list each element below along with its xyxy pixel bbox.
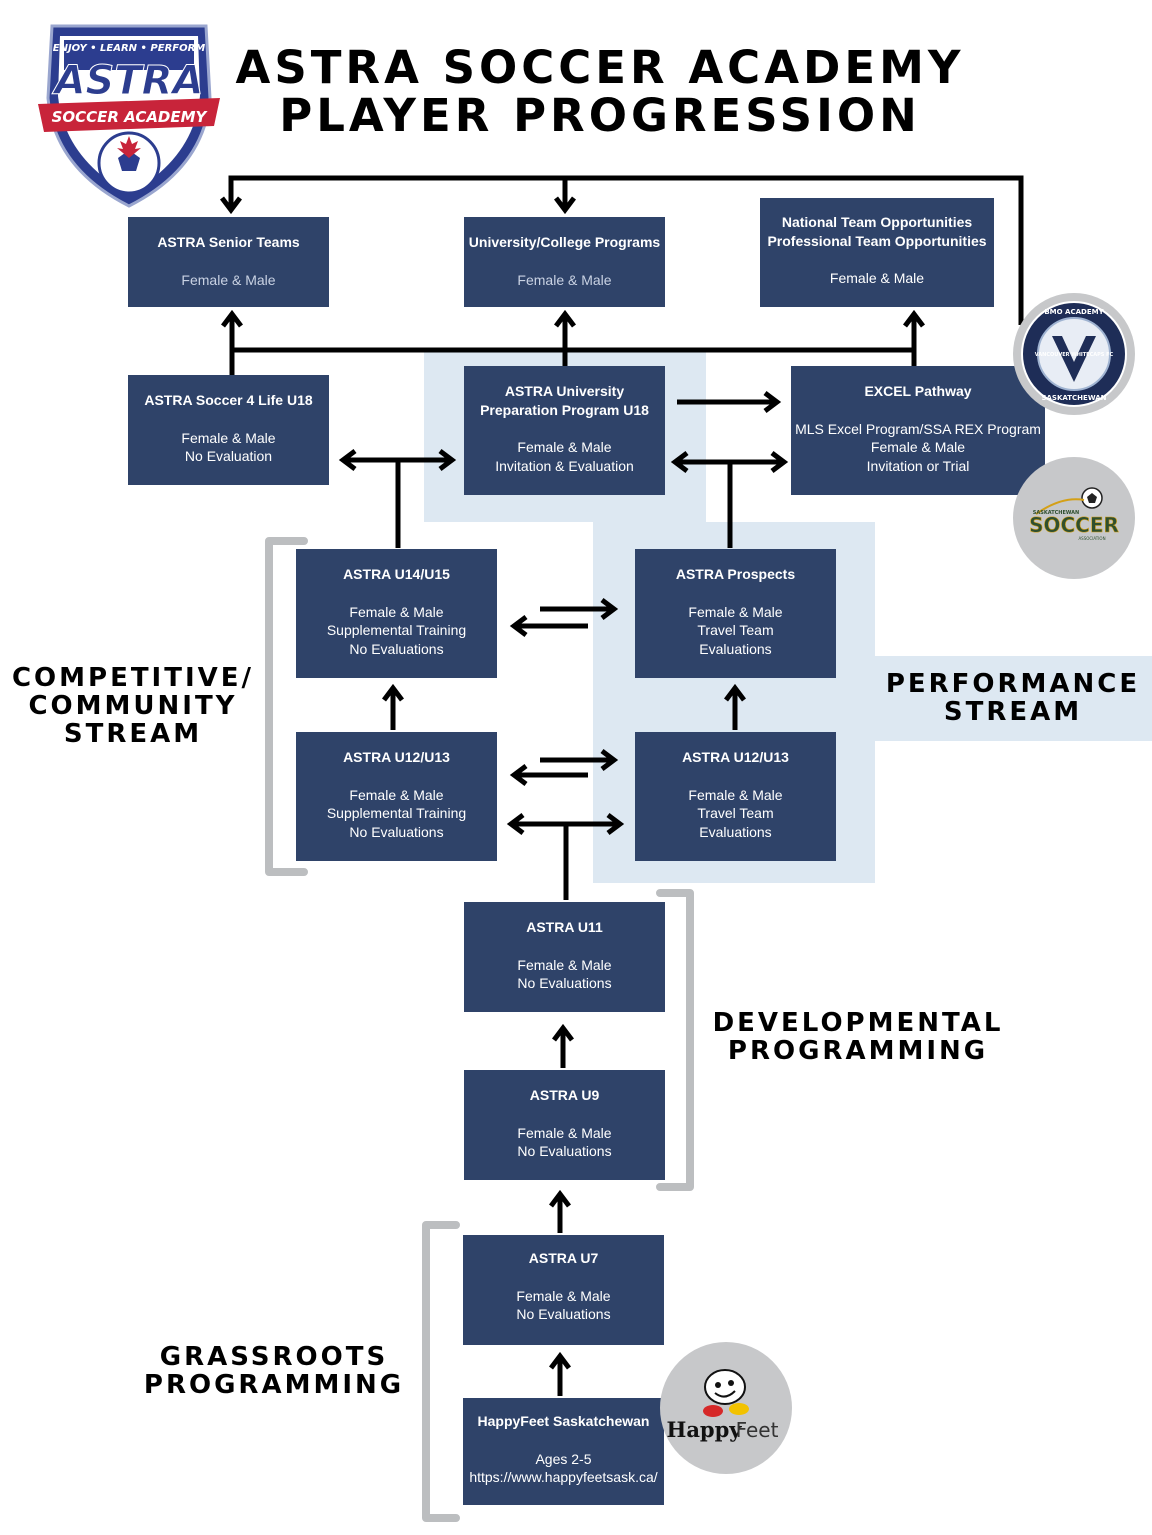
prospects-line-3: Evaluations xyxy=(699,640,772,657)
soccer-4-life-title: ASTRA Soccer 4 Life U18 xyxy=(144,392,313,408)
prospects-title: ASTRA Prospects xyxy=(675,566,796,582)
grassroots-stream-label: GRASSROOTS PROGRAMMING xyxy=(140,1343,408,1399)
professional-team-title: Professional Team Opportunities xyxy=(767,232,987,249)
u12-u13-performance-box: ASTRA U12/U13 Female & Male Travel Team … xyxy=(635,732,836,861)
developmental-stream-line-1: DEVELOPMENTAL xyxy=(712,1008,1004,1038)
university-programs-title: University/College Programs xyxy=(468,234,661,250)
happyfeet-name-part-2: Feet xyxy=(736,1418,779,1442)
u7-line-2: No Evaluations xyxy=(516,1306,611,1322)
whitecaps-name: VANCOUVER WHITECAPS FC xyxy=(1035,352,1114,358)
soccer-4-life-line-1: Female & Male xyxy=(181,429,276,446)
u14-u15-line-1: Female & Male xyxy=(349,603,444,620)
university-programs-line: Female & Male xyxy=(517,271,612,288)
crest-name: ASTRA xyxy=(52,58,204,104)
grassroots-stream-line-2: PROGRAMMING xyxy=(143,1370,405,1400)
u11-line-2: No Evaluations xyxy=(517,975,612,991)
u12-u13-community-title: ASTRA U12/U13 xyxy=(343,749,450,765)
prospects-line-2: Travel Team xyxy=(697,622,774,638)
u9-line-2: No Evaluations xyxy=(517,1143,612,1159)
prospects-box: ASTRA Prospects Female & Male Travel Tea… xyxy=(635,549,836,678)
happyfeet-url[interactable]: https://www.happyfeetsask.ca/ xyxy=(469,1469,658,1485)
u12-u13-community-box: ASTRA U12/U13 Female & Male Supplemental… xyxy=(296,732,497,861)
u9-line-1: Female & Male xyxy=(517,1124,612,1141)
u7-line-1: Female & Male xyxy=(516,1287,611,1304)
performance-stream-line-1: PERFORMANCE xyxy=(885,669,1141,699)
senior-teams-line: Female & Male xyxy=(181,271,276,288)
u14-u15-line-3: No Evaluations xyxy=(349,640,444,657)
u14-u15-box: ASTRA U14/U15 Female & Male Supplemental… xyxy=(296,549,497,678)
u7-box: ASTRA U7 Female & Male No Evaluations xyxy=(463,1235,664,1345)
whitecaps-ring-bottom: SASKATCHEWAN xyxy=(1041,394,1106,402)
u14-u15-title: ASTRA U14/U15 xyxy=(343,566,450,582)
excel-pathway-title: EXCEL Pathway xyxy=(864,383,972,399)
u11-title: ASTRA U11 xyxy=(526,919,603,935)
university-prep-line-1: Female & Male xyxy=(517,439,612,455)
u9-title: ASTRA U9 xyxy=(529,1087,600,1103)
excel-pathway-line-1: MLS Excel Program/SSA REX Program xyxy=(795,420,1041,437)
happyfeet-logo-icon: Happy Feet xyxy=(660,1342,792,1474)
u11-line-1: Female & Male xyxy=(517,956,612,973)
senior-teams-title: ASTRA Senior Teams xyxy=(157,234,300,250)
sask-soccer-name: SOCCER xyxy=(1029,513,1119,537)
soccer-4-life-box: ASTRA Soccer 4 Life U18 Female & Male No… xyxy=(128,375,329,485)
prospects-line-1: Female & Male xyxy=(688,603,783,620)
happyfeet-box: HappyFeet Saskatchewan Ages 2-5 https://… xyxy=(463,1398,664,1505)
happyfeet-line-1: Ages 2-5 xyxy=(535,1450,592,1467)
university-prep-title-1: ASTRA University xyxy=(504,383,625,399)
university-prep-title-2: Preparation Program U18 xyxy=(480,401,649,418)
performance-stream-line-2: STREAM xyxy=(943,697,1083,727)
page-title-line-1: ASTRA SOCCER ACADEMY xyxy=(235,41,965,94)
saskatchewan-soccer-logo-icon: SASKATCHEWAN SOCCER ASSOCIATION xyxy=(1013,457,1135,579)
u12-u13-community-line-3: No Evaluations xyxy=(349,823,444,840)
sask-soccer-sub: ASSOCIATION xyxy=(1078,536,1105,541)
developmental-stream-label: DEVELOPMENTAL PROGRAMMING xyxy=(706,1009,1010,1065)
developmental-stream-line-2: PROGRAMMING xyxy=(727,1036,989,1066)
university-prep-line-2: Invitation & Evaluation xyxy=(495,457,634,474)
u14-u15-line-2: Supplemental Training xyxy=(326,622,467,638)
happyfeet-name-part-1: Happy xyxy=(666,1417,742,1442)
u12-u13-performance-line-2: Travel Team xyxy=(697,805,774,821)
u12-u13-community-line-2: Supplemental Training xyxy=(326,805,467,821)
soccer-4-life-line-2: No Evaluation xyxy=(184,448,273,464)
university-prep-box: ASTRA University Preparation Program U18… xyxy=(464,366,665,495)
university-programs-box: University/College Programs Female & Mal… xyxy=(464,217,665,307)
u9-box: ASTRA U9 Female & Male No Evaluations xyxy=(464,1070,665,1180)
u12-u13-performance-line-3: Evaluations xyxy=(699,823,772,840)
national-team-title: National Team Opportunities xyxy=(781,214,973,230)
whitecaps-bmo-academy-badge-icon: BMO ACADEMY VANCOUVER WHITECAPS FC SASKA… xyxy=(1013,293,1135,415)
u12-u13-performance-title: ASTRA U12/U13 xyxy=(682,749,789,765)
competitive-stream-line-2: COMMUNITY xyxy=(28,691,238,721)
sask-soccer-small: SASKATCHEWAN xyxy=(1033,510,1079,516)
grassroots-stream-line-1: GRASSROOTS xyxy=(159,1342,389,1372)
crest-top-text: ENJOY • LEARN • PERFORM xyxy=(53,43,206,54)
national-team-line: Female & Male xyxy=(829,270,925,286)
crest-banner: SOCCER ACADEMY xyxy=(52,108,209,126)
performance-stream-label: PERFORMANCE STREAM xyxy=(880,670,1146,726)
excel-pathway-line-3: Invitation or Trial xyxy=(866,457,970,474)
page-title-line-2: PLAYER PROGRESSION xyxy=(279,89,921,142)
whitecaps-ring-top: BMO ACADEMY xyxy=(1044,308,1104,316)
happyfeet-title: HappyFeet Saskatchewan xyxy=(477,1413,650,1429)
u11-box: ASTRA U11 Female & Male No Evaluations xyxy=(464,902,665,1012)
excel-pathway-line-2: Female & Male xyxy=(870,439,966,455)
competitive-stream-line-1: COMPETITIVE/ xyxy=(11,663,255,693)
excel-pathway-box: EXCEL Pathway MLS Excel Program/SSA REX … xyxy=(791,366,1045,495)
national-team-box: National Team Opportunities Professional… xyxy=(760,198,994,307)
senior-teams-box: ASTRA Senior Teams Female & Male xyxy=(128,217,329,307)
u12-u13-performance-line-1: Female & Male xyxy=(688,786,783,803)
competitive-stream-line-3: STREAM xyxy=(63,719,203,749)
performance-label-band xyxy=(875,656,1152,741)
u7-title: ASTRA U7 xyxy=(528,1250,599,1266)
u12-u13-community-line-1: Female & Male xyxy=(349,786,444,803)
competitive-stream-label: COMPETITIVE/ COMMUNITY STREAM xyxy=(4,664,262,748)
astra-soccer-academy-crest-icon: ENJOY • LEARN • PERFORM ASTRA SOCCER ACA… xyxy=(38,24,220,208)
